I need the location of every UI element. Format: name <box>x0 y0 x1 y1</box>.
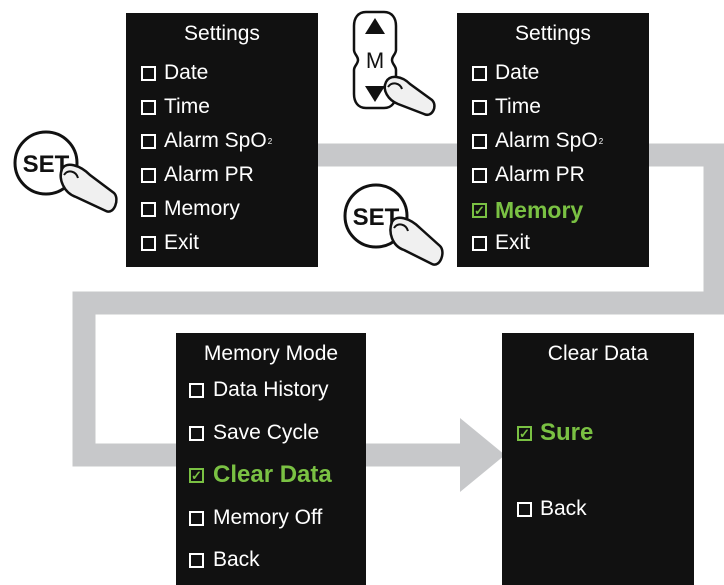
checkbox-icon <box>141 201 156 217</box>
flow-arrowhead <box>460 418 505 492</box>
menu-item-exit: Exit <box>141 231 199 255</box>
menu-item-back: Back <box>189 548 260 572</box>
menu-item-label: Back <box>540 497 587 520</box>
screen-title: Settings <box>515 22 591 45</box>
menu-item-alarm-pr: Alarm PR <box>472 163 585 187</box>
menu-item-label: Back <box>213 548 260 571</box>
menu-item-memory-off: Memory Off <box>189 506 322 530</box>
menu-item-label: Data History <box>213 378 329 401</box>
checkbox-icon <box>189 552 204 568</box>
checked-checkbox-icon <box>517 425 532 441</box>
screen-title: Settings <box>184 22 260 45</box>
menu-item-label: Sure <box>540 419 594 446</box>
menu-item-label: Memory <box>164 197 240 220</box>
menu-item-memory-selected: Memory <box>472 197 583 224</box>
checkbox-icon <box>472 235 487 251</box>
checkbox-icon <box>141 167 156 183</box>
menu-item-label: Exit <box>495 231 531 254</box>
menu-item-sure-selected: Sure <box>517 419 593 447</box>
checkbox-icon <box>141 99 156 115</box>
checkbox-icon <box>189 382 204 398</box>
checkbox-icon <box>141 235 156 251</box>
menu-item-date: Date <box>141 61 208 85</box>
triangle-up-icon <box>365 18 385 34</box>
menu-item-label: Time <box>495 95 541 118</box>
menu-item-clear-data-selected: Clear Data <box>189 461 332 489</box>
triangle-down-icon <box>365 86 385 102</box>
menu-item-date: Date <box>472 61 539 85</box>
menu-item-label: Alarm SpO <box>495 129 598 152</box>
checkbox-icon <box>141 133 156 149</box>
menu-item-label: Clear Data <box>213 461 332 488</box>
menu-item-label: Memory <box>495 197 584 223</box>
mode-button-press: M <box>352 10 436 117</box>
checkbox-icon <box>141 65 156 81</box>
set-button-press-2: SET <box>343 183 444 266</box>
menu-item-time: Time <box>141 95 210 119</box>
checkbox-icon <box>472 65 487 81</box>
menu-item-time: Time <box>472 95 541 119</box>
screen-title: Memory Mode <box>203 342 339 365</box>
checkbox-icon <box>517 501 532 517</box>
checkbox-icon <box>189 510 204 526</box>
menu-item-label: Date <box>495 61 540 84</box>
finger-press-icon <box>59 163 118 213</box>
menu-item-label: Time <box>164 95 210 118</box>
subscript: 2 <box>598 136 604 146</box>
menu-item-save-cycle: Save Cycle <box>189 421 319 445</box>
checked-checkbox-icon <box>189 467 204 483</box>
menu-item-label: Memory Off <box>213 506 323 529</box>
fingernail <box>393 223 409 232</box>
checked-checkbox-icon <box>472 203 487 218</box>
menu-item-label: Alarm PR <box>495 163 585 186</box>
menu-item-back: Back <box>517 497 587 521</box>
checkbox-icon <box>189 425 204 441</box>
memory-mode-screen: Memory Mode Data History Save Cycle Clea… <box>176 333 366 585</box>
checkbox-icon <box>472 99 487 115</box>
fingernail <box>63 170 79 179</box>
checkbox-icon <box>472 167 487 183</box>
subscript: 2 <box>267 136 273 146</box>
finger-press-icon <box>383 75 436 117</box>
menu-item-data-history: Data History <box>189 378 329 402</box>
menu-item-label: Save Cycle <box>213 421 320 444</box>
finger-press-icon <box>389 216 444 266</box>
set-button-press-1: SET <box>13 130 118 213</box>
menu-item-alarm-pr: Alarm PR <box>141 163 254 187</box>
mode-button-label: M <box>366 48 384 73</box>
menu-item-label: Alarm SpO <box>164 129 267 152</box>
menu-item-label: Date <box>164 61 209 84</box>
screen-title: Clear Data <box>547 342 649 365</box>
menu-item-exit: Exit <box>472 231 530 255</box>
menu-item-label: Alarm PR <box>164 163 254 186</box>
clear-data-screen: Clear Data Sure Back <box>502 333 694 585</box>
menu-item-label: Exit <box>164 231 200 254</box>
checkbox-icon <box>472 133 487 149</box>
menu-item-memory: Memory <box>141 197 240 221</box>
fingernail <box>387 82 403 90</box>
